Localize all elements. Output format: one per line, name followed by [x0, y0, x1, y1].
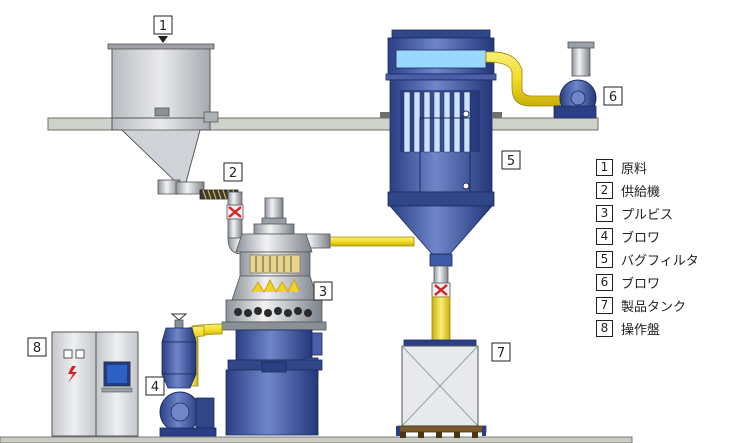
svg-text:5: 5 [507, 154, 515, 169]
svg-text:6: 6 [609, 90, 617, 105]
callout-6: 6 [603, 86, 623, 106]
svg-text:2: 2 [229, 166, 237, 181]
legend-item: 6 ブロワ [596, 271, 736, 294]
electric-hazard-icon [68, 366, 77, 383]
legend-num: 2 [596, 182, 613, 199]
callout-2: 2 [223, 162, 243, 182]
callout-1: 1 [153, 15, 173, 35]
legend-item: 7 製品タンク [596, 294, 736, 317]
legend-num: 1 [596, 159, 613, 176]
legend-num: 5 [596, 251, 613, 268]
discharge-valve-icon [434, 284, 448, 296]
ground-floor [0, 436, 633, 443]
legend-label: プルビス [621, 208, 674, 223]
callout-5: 5 [501, 150, 521, 170]
legend-item: 1 原料 [596, 156, 736, 179]
svg-text:1: 1 [159, 19, 167, 34]
callout-3: 3 [313, 281, 333, 301]
legend-label: 製品タンク [621, 300, 687, 315]
legend-item: 5 バグフィルタ [596, 248, 736, 271]
legend-label: バグフィルタ [621, 254, 699, 269]
legend-label: 供給機 [621, 185, 661, 200]
bag-filter [380, 29, 502, 344]
legend-item: 3 プルビス [596, 202, 736, 225]
input-arrow-icon [158, 36, 168, 43]
callout-8: 8 [27, 337, 47, 357]
svg-text:3: 3 [319, 285, 327, 300]
callout-4: 4 [145, 376, 165, 396]
raw-material-hopper [107, 36, 219, 183]
legend-item: 8 操作盤 [596, 317, 736, 340]
callout-7: 7 [491, 342, 511, 362]
legend-label: ブロワ [621, 231, 661, 246]
feeder-valve-icon [228, 206, 242, 218]
control-panel [51, 331, 139, 437]
product-tank [396, 339, 487, 438]
legend-label: 原料 [621, 162, 648, 177]
silencer-icon [170, 313, 188, 321]
svg-text:4: 4 [151, 380, 159, 395]
pipe-filter-to-blower [485, 51, 561, 107]
legend-num: 3 [596, 205, 613, 222]
pulvis-mill [221, 197, 327, 436]
svg-text:7: 7 [497, 346, 505, 361]
legend-label: 操作盤 [621, 323, 661, 338]
legend-label: ブロワ [621, 277, 661, 292]
legend-item: 2 供給機 [596, 179, 736, 202]
svg-text:8: 8 [33, 341, 41, 356]
screw-feeder [157, 179, 257, 255]
upper-blower [553, 41, 597, 119]
legend-item: 4 ブロワ [596, 225, 736, 248]
lower-blower [159, 313, 223, 437]
legend-num: 7 [596, 297, 613, 314]
legend-num: 6 [596, 274, 613, 291]
legend-num: 4 [596, 228, 613, 245]
legend-num: 8 [596, 320, 613, 337]
